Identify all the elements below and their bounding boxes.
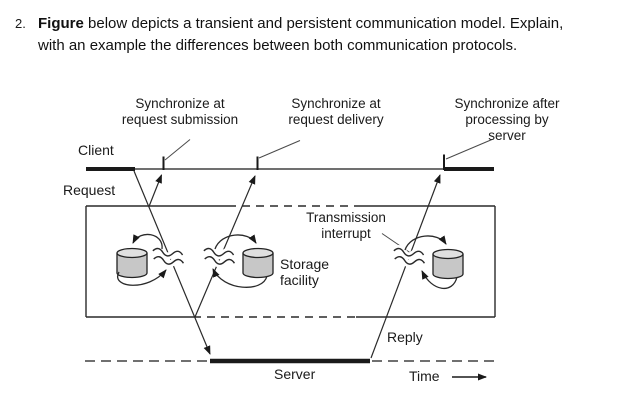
label-time: Time bbox=[409, 368, 440, 384]
callout-line-processing bbox=[445, 139, 493, 160]
transmission-interrupt-icon bbox=[149, 245, 187, 268]
label-sync-delivery: Synchronize at request delivery bbox=[288, 96, 384, 127]
store-forward-arrows bbox=[117, 233, 458, 289]
callout-line-submission bbox=[164, 139, 191, 161]
callout-line-delivery bbox=[258, 140, 301, 159]
label-storage-facility: Storage facility bbox=[280, 256, 330, 288]
label-server: Server bbox=[274, 366, 316, 382]
store-in-arrow bbox=[132, 233, 163, 250]
label-client: Client bbox=[78, 142, 114, 158]
transmission-interrupt-icon bbox=[390, 245, 428, 268]
question-rest: below depicts a transient and persistent… bbox=[38, 15, 564, 54]
label-sync-submission: Synchronize at request submission bbox=[121, 96, 239, 127]
storage-cylinder-icon bbox=[242, 247, 274, 279]
label-sync-processing: Synchronize after processing by server bbox=[454, 96, 560, 143]
storage-cylinders bbox=[116, 247, 464, 280]
storage-cylinder-icon bbox=[432, 248, 464, 280]
store-in-arrow bbox=[404, 235, 447, 251]
reply-arrow bbox=[370, 174, 441, 359]
ack-delivery-arrow bbox=[194, 175, 256, 318]
transmission-interrupt-icon bbox=[200, 245, 238, 268]
label-transmission-interrupt: Transmission interrupt bbox=[306, 210, 386, 241]
callout-line-interrupt bbox=[381, 233, 413, 255]
storage-cylinder-icon bbox=[116, 247, 148, 279]
question-number: 2. bbox=[15, 16, 26, 31]
question-text: Figure below depicts a transient and per… bbox=[38, 13, 623, 57]
callout-lines bbox=[164, 139, 493, 255]
transmission-interrupt-icons bbox=[149, 245, 428, 268]
store-in-arrow bbox=[214, 234, 257, 250]
label-reply: Reply bbox=[387, 329, 423, 345]
client-timeline bbox=[86, 154, 494, 171]
store-out-arrow bbox=[421, 270, 458, 289]
ack-submission-arrow bbox=[148, 174, 163, 207]
store-out-arrow bbox=[117, 269, 167, 286]
store-out-arrow bbox=[212, 268, 268, 288]
middleware-box bbox=[85, 205, 496, 318]
label-request: Request bbox=[63, 182, 116, 198]
question-bold-lead: Figure bbox=[38, 15, 84, 32]
